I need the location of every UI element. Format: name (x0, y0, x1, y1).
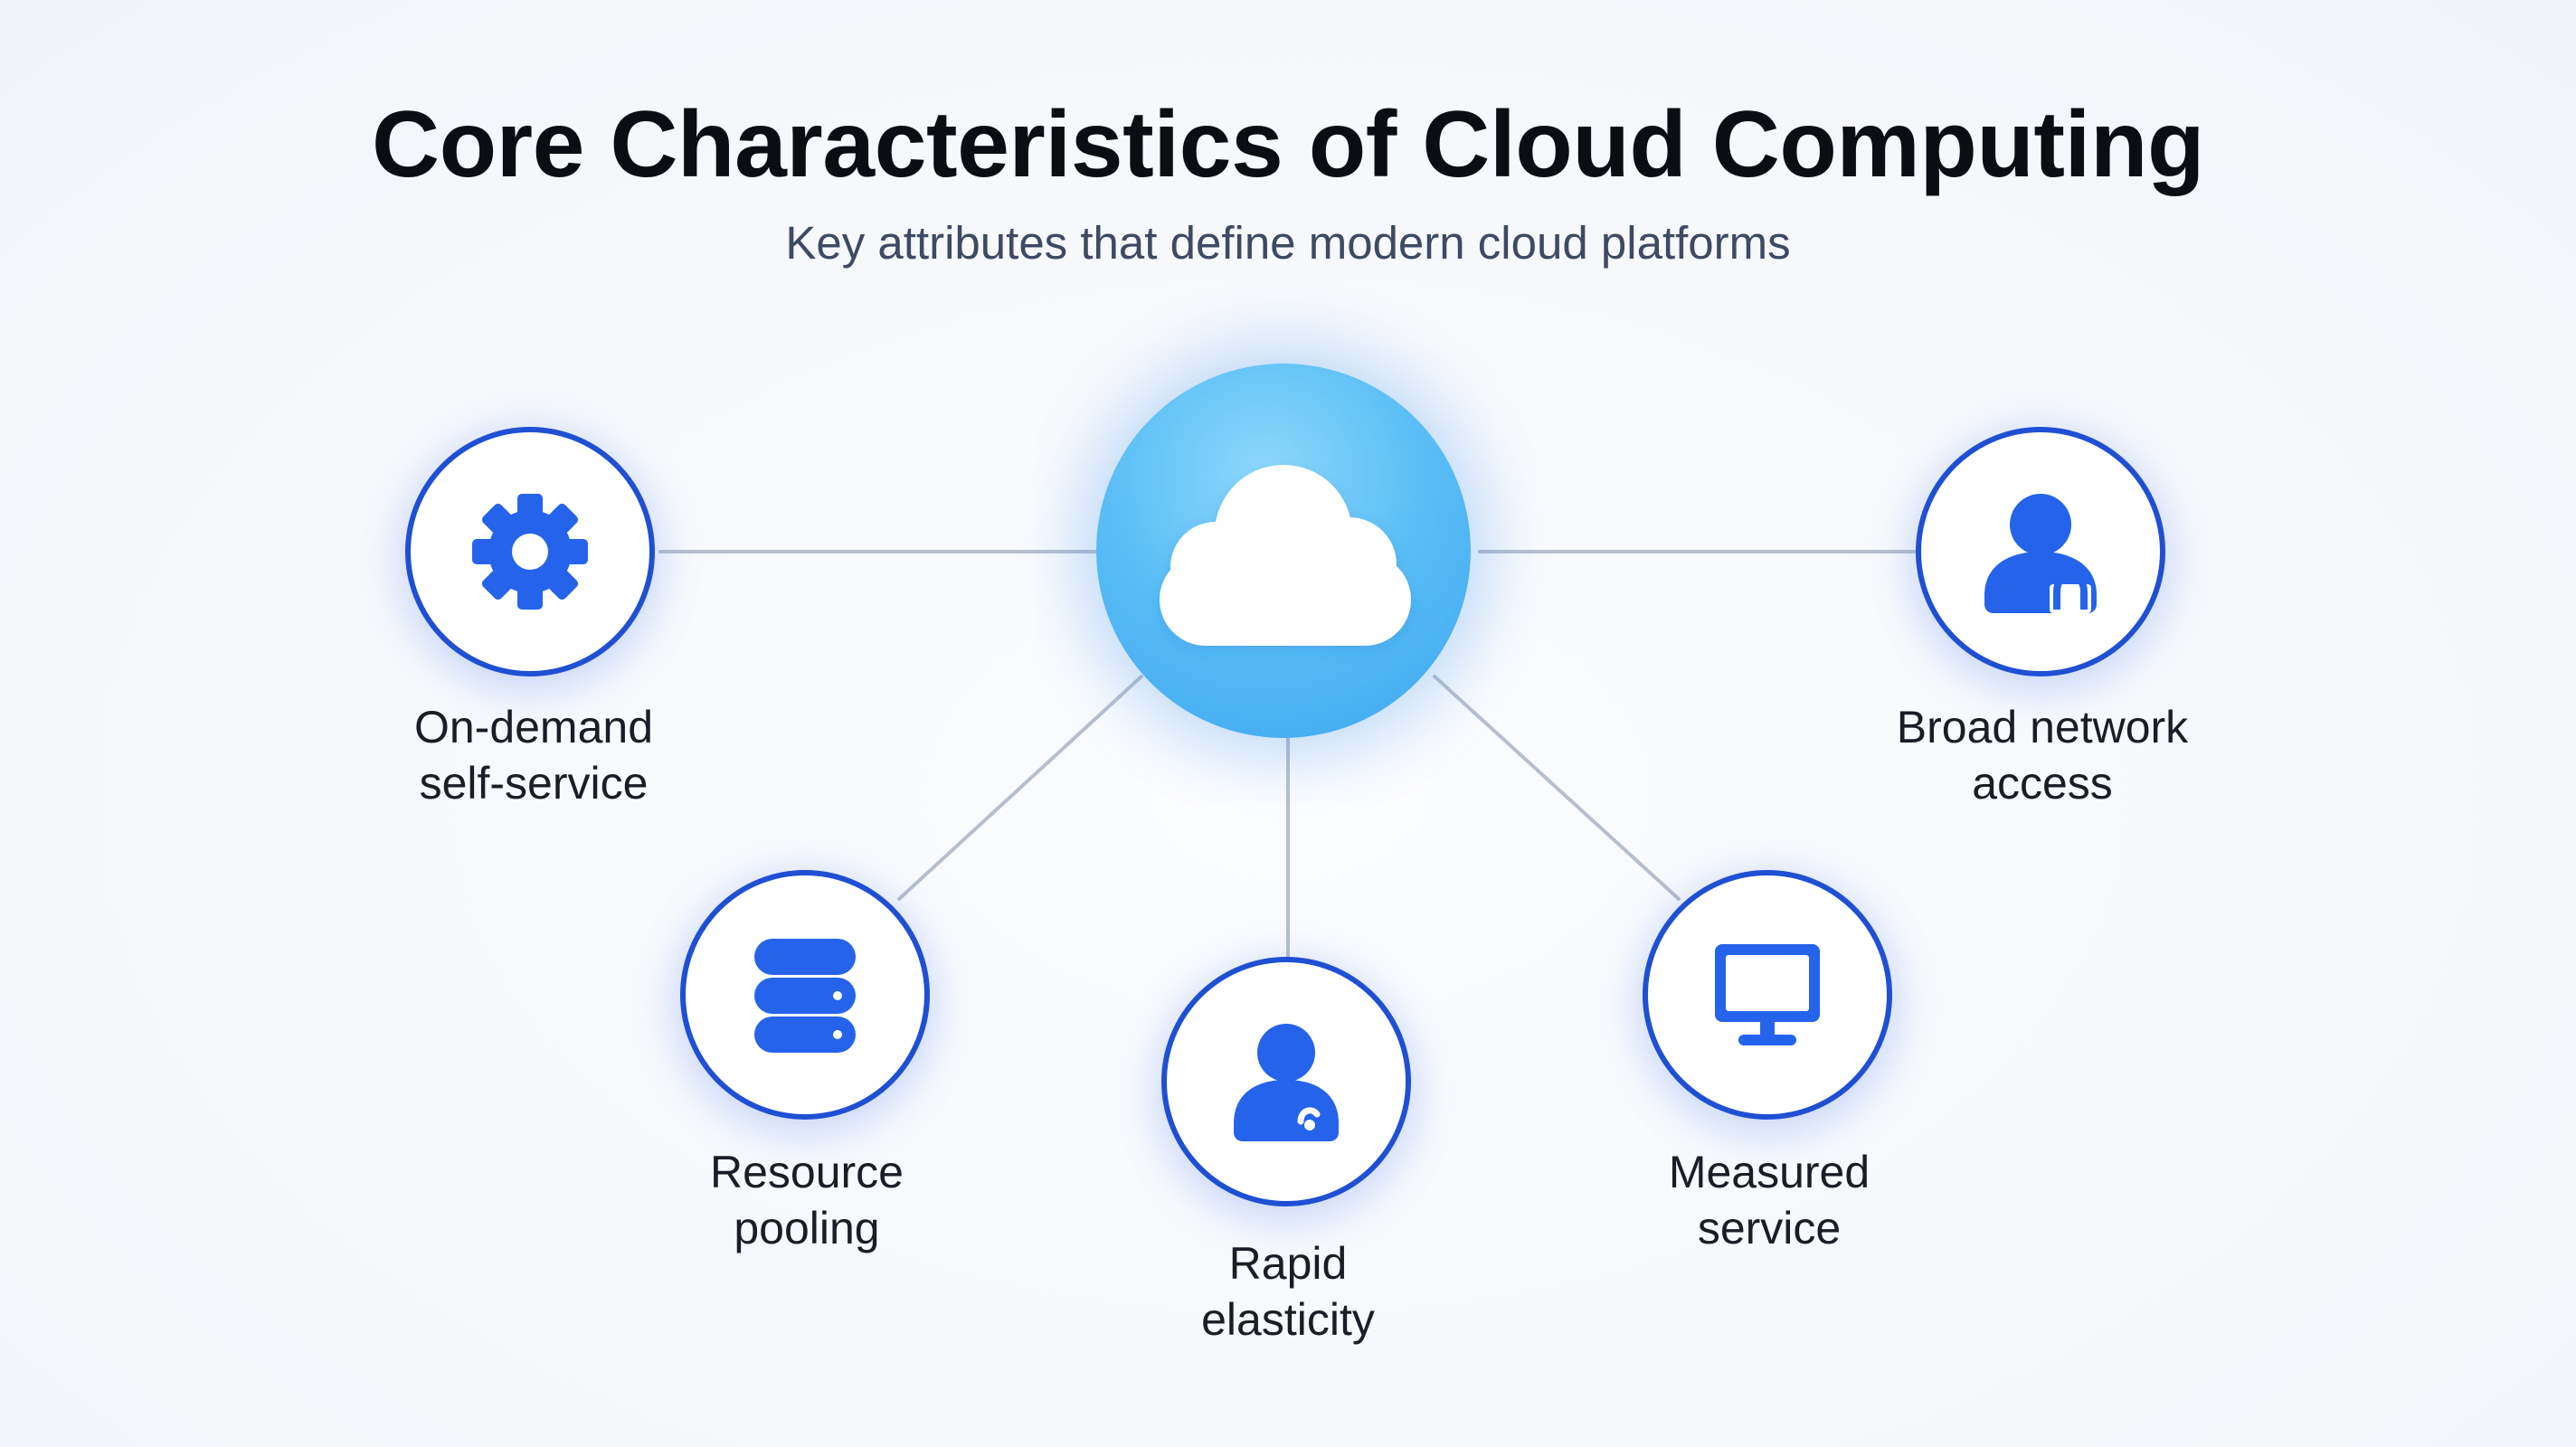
label-on-demand: On-demand self-service (344, 699, 724, 811)
label-line: On-demand (413, 702, 654, 752)
node-broad-network (1916, 427, 2165, 676)
label-broad-network: Broad network access (1852, 699, 2232, 811)
label-measured-service: Measured service (1579, 1144, 1959, 1256)
monitor-icon (1715, 944, 1820, 1045)
label-line: access (1972, 758, 2113, 809)
label-line: Measured (1668, 1147, 1870, 1197)
cloud-icon (1160, 465, 1411, 646)
label-line: Broad network (1896, 702, 2189, 752)
cloud-hub (1096, 364, 1471, 738)
label-rapid-elasticity: Rapid elasticity (1098, 1235, 1478, 1348)
node-resource-pooling (680, 870, 930, 1120)
connector-resource-pooling (897, 675, 1143, 901)
node-on-demand (405, 427, 655, 676)
user-icon (1234, 1024, 1339, 1141)
node-rapid-elasticity (1161, 957, 1411, 1206)
label-line: service (1697, 1203, 1842, 1253)
label-line: pooling (734, 1203, 880, 1253)
gear-icon (472, 494, 588, 610)
label-resource-pooling: Resource pooling (617, 1144, 997, 1256)
diagram-title: Core Characteristics of Cloud Computing (371, 92, 2205, 197)
label-line: Rapid (1228, 1238, 1348, 1289)
connector-measured-service (1433, 675, 1681, 901)
database-icon (754, 939, 856, 1053)
label-line: Resource (710, 1147, 904, 1197)
node-measured-service (1643, 870, 1892, 1120)
diagram-subtitle: Key attributes that define modern cloud … (785, 217, 1791, 269)
label-line: self-service (419, 758, 649, 809)
user-lock-icon (1984, 494, 2097, 613)
label-line: elasticity (1201, 1294, 1375, 1345)
